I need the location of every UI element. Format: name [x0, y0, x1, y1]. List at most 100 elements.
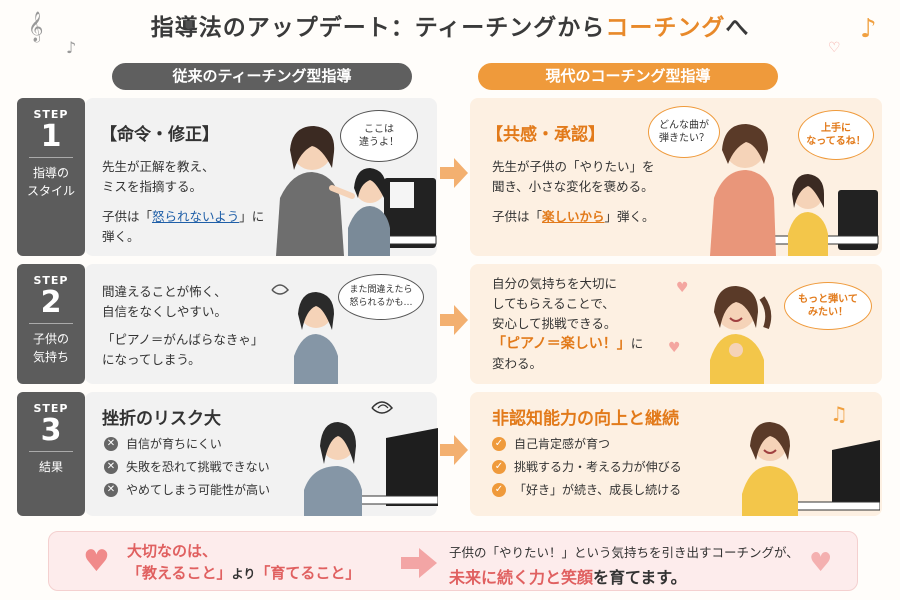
old-column-header: 従来のティーチング型指導 — [112, 63, 412, 90]
discouraged-child-at-piano-illustration — [304, 401, 438, 516]
heart-icon: ♥ — [668, 340, 681, 356]
step-tab-2: STEP 2 子供の 気持ち — [17, 264, 85, 384]
text-span: 」に — [239, 209, 265, 224]
x-mark-icon: ✕ — [104, 459, 118, 474]
text-line: してもらえることで、 — [492, 296, 615, 311]
bubble-text: 弾きたい？ — [659, 133, 709, 144]
text-line: 安心して挑戦できる。 — [492, 316, 617, 331]
text-line: 変わる。 — [492, 356, 543, 371]
text-line: 間違えることが怖く、 — [102, 284, 227, 299]
text-span: に — [630, 336, 644, 351]
list-item-text: 自信が育ちにくい — [126, 437, 222, 451]
new-row1-text: 先生が子供の「やりたい」を 聞き、小さな変化を褒める。 子供は「楽しいから」弾く… — [492, 157, 655, 227]
step-word: STEP — [33, 274, 69, 287]
happy-child-illustration — [710, 286, 772, 384]
list-item: ✕ 自信が育ちにくい — [104, 432, 270, 455]
music-note-icon: ♪ — [66, 38, 77, 57]
step-label: スタイル — [26, 184, 75, 198]
list-item: ✕やめてしまう可能性が高い — [104, 478, 270, 501]
new-row2-text: 自分の気持ちを大切に してもらえることで、 安心して挑戦できる。 「ピアノ＝楽し… — [492, 274, 643, 374]
text-span: 「育てること」 — [255, 564, 361, 582]
step-label: 子供の — [32, 332, 69, 346]
summary-left-line2: 「教えること」より「育てること」 — [127, 562, 360, 585]
check-mark-icon: ✓ — [492, 459, 506, 474]
speech-bubble: もっと弾いてみたい！ — [784, 282, 872, 330]
music-note-icon: ♪ — [860, 14, 877, 44]
text-span: 子供は「 — [492, 209, 543, 224]
text-line: 先生が子供の「やりたい」を — [492, 159, 655, 174]
highlight-text: 楽しいから — [542, 209, 605, 224]
divider — [29, 157, 73, 158]
speech-bubble: 上手になってるね！ — [798, 110, 874, 160]
text-line: 子供は「楽しいから」弾く。 — [492, 207, 655, 227]
text-line: になってしまう。 — [102, 352, 201, 367]
list-item: ✓ 自己肯定感が育つ — [492, 432, 682, 455]
text-line: ミスを指摘する。 — [102, 179, 203, 194]
teacher-praising-illustration — [710, 124, 879, 256]
text-line: 先生が正解を教え、 — [102, 159, 215, 174]
list-item-text: 失敗を恐れて挑戦できない — [126, 460, 270, 474]
list-item: ✓「好き」が続き、成長し続ける — [492, 478, 682, 501]
step-number: 1 — [40, 119, 62, 154]
list-item: ✓ 挑戦する力・考える力が伸びる — [492, 455, 682, 478]
text-span: 「教えること」 — [127, 564, 232, 582]
text-line: 自分の気持ちを大切に — [492, 276, 618, 291]
bubble-text: 上手に — [821, 123, 851, 134]
title-main: 指導法のアップデート：ティーチングから — [150, 15, 606, 41]
text-span: を育てます。 — [593, 568, 687, 587]
step-tab-3: STEP 3 結果 — [17, 392, 85, 516]
step-word: STEP — [33, 402, 69, 415]
bubble-text: ここは — [364, 124, 394, 135]
highlight-text: 未来に続く力と笑顔 — [449, 568, 594, 587]
text-span: 子供は「 — [102, 209, 153, 224]
text-line: 「ピアノ＝がんばらなきゃ」 — [102, 332, 264, 347]
bubble-text: 違うよ！ — [359, 137, 399, 148]
arrow-right-icon — [440, 158, 468, 188]
divider — [29, 451, 73, 452]
x-mark-icon: ✕ — [104, 436, 118, 451]
bubble-text: 怒られるかも… — [349, 298, 413, 308]
step-label: 気持ち — [32, 350, 69, 364]
arrow-right-icon — [440, 435, 468, 465]
list-item: ✕ 失敗を恐れて挑戦できない — [104, 455, 270, 478]
summary-banner: ♥ 大切なのは、 「教えること」より「育てること」 子供の「やりたい！」という気… — [48, 531, 858, 591]
speech-bubble: また間違えたら怒られるかも… — [338, 274, 424, 320]
bubble-text: また間違えたら — [349, 285, 413, 295]
heart-icon: ♥ — [676, 280, 689, 296]
speech-bubble: どんな曲が弾きたい？ — [648, 106, 720, 158]
step-number: 3 — [40, 413, 62, 448]
summary-right-line1: 子供の「やりたい！」という気持ちを引き出すコーチングが、 — [449, 545, 799, 560]
old-row2-text: 間違えることが怖く、 自信をなくしやすい。 「ピアノ＝がんばらなきゃ」 になって… — [102, 282, 263, 370]
step-label: 指導の — [32, 166, 69, 180]
bubble-text: みたい！ — [807, 307, 848, 318]
new-column-header: 現代のコーチング型指導 — [478, 63, 778, 90]
step-number: 2 — [40, 285, 62, 320]
check-mark-icon: ✓ — [492, 436, 506, 451]
list-item-text: 挑戦する力・考える力が伸びる — [514, 460, 682, 474]
step-tab-1: STEP 1 指導の スタイル — [17, 98, 85, 256]
old-row1-text: 先生が正解を教え、 ミスを指摘する。 子供は「怒られないよう」に 弾く。 — [102, 157, 264, 247]
step-label: 結果 — [38, 460, 63, 474]
old-row3-heading: 挫折のリスク大 — [102, 409, 221, 429]
new-panel-row3 — [470, 392, 882, 516]
divider — [29, 323, 73, 324]
text-span: より — [231, 567, 256, 581]
highlight-text: 「ピアノ＝楽しい！」 — [492, 336, 631, 352]
check-mark-icon: ✓ — [492, 482, 506, 497]
text-line: 子供は「怒られないよう」に — [102, 207, 264, 227]
heart-icon: ♡ — [828, 40, 841, 56]
bubble-text: もっと弾いて — [798, 294, 858, 305]
text-line: 自信をなくしやすい。 — [102, 304, 227, 319]
summary-left: 大切なのは、 「教えること」より「育てること」 — [127, 540, 360, 585]
title-accent: コーチング — [605, 15, 726, 41]
teacher-scolding-illustration — [276, 126, 437, 256]
new-row3-heading: 非認知能力の向上と継続 — [492, 409, 679, 429]
summary-left-line1: 大切なのは、 — [127, 542, 218, 560]
x-mark-icon: ✕ — [104, 482, 118, 497]
smiling-heart-icon: ♥ — [809, 548, 833, 578]
old-row1-heading: 【命令・修正】 — [100, 125, 219, 145]
list-item-text: 自己肯定感が育つ — [514, 437, 611, 451]
bubble-text: どんな曲が — [659, 120, 709, 131]
arrow-right-icon — [440, 305, 468, 335]
text-line: 「ピアノ＝楽しい！」に — [492, 334, 643, 354]
